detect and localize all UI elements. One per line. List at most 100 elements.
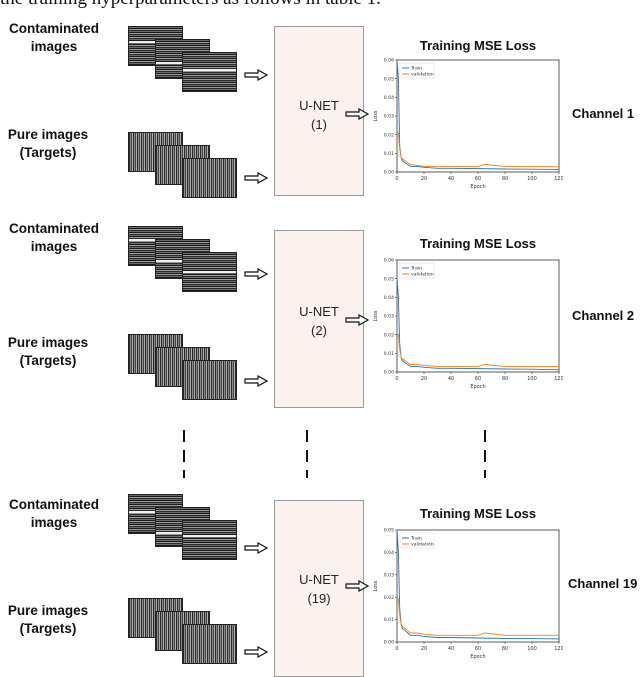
y-tick-label: 0.06 (384, 58, 394, 64)
legend-label: Train (410, 266, 422, 272)
unet-label-name: U-NET (299, 572, 339, 587)
arrow-icon (244, 542, 268, 554)
contaminated-label-3: Contaminated images (0, 496, 114, 532)
continuation-dashes-images (183, 430, 185, 478)
y-tick-label: 0.02 (384, 132, 394, 138)
legend-label: Train (410, 536, 422, 542)
y-tick-label: 0.01 (384, 617, 394, 623)
y-tick-label: 0.02 (384, 595, 394, 601)
y-axis-label: Loss (373, 580, 379, 591)
series-line-train (396, 278, 560, 371)
channel-label-1: Channel 1 (572, 106, 635, 121)
x-tick-label: 0 (395, 646, 398, 652)
pure-label-line1: Pure images (7, 603, 89, 618)
channel-label-2: Channel 2 (572, 308, 635, 323)
header-text-fragment: the training hyperparameters as follows … (0, 0, 381, 10)
unet-label-index: (1) (311, 117, 327, 132)
x-tick-label: 60 (475, 176, 481, 182)
continuation-dashes-charts (484, 430, 486, 478)
x-axis-label: Epoch (470, 384, 485, 390)
y-tick-label: 0.00 (384, 640, 394, 646)
arrow-icon (345, 108, 369, 120)
contaminated-label-2: Contaminated images (0, 220, 114, 256)
plot-area (396, 529, 560, 643)
arrow-icon (244, 646, 268, 658)
legend-label: Train (410, 66, 422, 72)
x-tick-label: 80 (502, 176, 508, 182)
pure-label-line2: (Targets) (19, 353, 77, 368)
y-tick-label: 0.05 (384, 528, 394, 534)
series-line-validation (396, 332, 559, 367)
arrow-icon (244, 375, 268, 387)
y-tick-label: 0.03 (384, 314, 394, 320)
unet-label-name: U-NET (299, 304, 339, 319)
x-tick-label: 120 (554, 176, 563, 182)
x-tick-label: 80 (502, 376, 508, 382)
y-axis-label: Loss (373, 110, 379, 121)
x-tick-label: 40 (448, 376, 454, 382)
x-tick-label: 0 (395, 176, 398, 182)
continuation-dashes-unet (306, 430, 308, 478)
unet-label-name: U-NET (299, 98, 339, 113)
contaminated-label-line2: images (30, 515, 78, 530)
pure-label-3: Pure images (Targets) (0, 602, 108, 638)
y-tick-label: 0.05 (384, 276, 394, 282)
x-tick-label: 60 (475, 376, 481, 382)
plot-area (396, 59, 560, 173)
arrow-icon (244, 268, 268, 280)
unet-label-1: U-NET (1) (274, 96, 364, 134)
x-tick-label: 60 (475, 646, 481, 652)
y-tick-label: 0.03 (384, 114, 394, 120)
y-tick-label: 0.04 (384, 295, 394, 301)
pure-label-line2: (Targets) (19, 621, 77, 636)
y-tick-label: 0.04 (384, 550, 394, 556)
y-tick-label: 0.01 (384, 351, 394, 357)
y-tick-label: 0.04 (384, 95, 394, 101)
contaminated-label-line2: images (30, 239, 78, 254)
pure-image-stack-3 (128, 598, 238, 668)
pure-label-line1: Pure images (7, 127, 89, 142)
contaminated-label-line1: Contaminated (8, 497, 99, 512)
pure-label-line2: (Targets) (19, 145, 77, 160)
x-tick-label: 100 (527, 176, 537, 182)
x-axis-label: Epoch (470, 184, 485, 190)
x-tick-label: 100 (527, 376, 537, 382)
y-tick-label: 0.00 (384, 370, 394, 376)
unet-box-1 (274, 26, 364, 196)
x-tick-label: 20 (421, 376, 427, 382)
x-tick-label: 80 (502, 646, 508, 652)
x-tick-label: 120 (554, 646, 563, 652)
series-line-train (396, 529, 560, 640)
unet-label-index: (2) (311, 323, 327, 338)
y-tick-label: 0.01 (384, 151, 394, 157)
y-tick-label: 0.00 (384, 170, 394, 176)
x-axis-label: Epoch (470, 654, 485, 660)
contaminated-image-stack-1 (128, 26, 238, 96)
x-tick-label: 20 (421, 176, 427, 182)
channel-label-3: Channel 19 (568, 576, 638, 591)
unet-label-index: (19) (307, 591, 331, 606)
arrow-icon (345, 314, 369, 326)
arrow-icon (244, 69, 268, 81)
chart-title-2: Training MSE Loss (419, 236, 537, 251)
pure-image-stack-2 (128, 334, 238, 404)
legend-label: validation (411, 72, 434, 78)
x-tick-label: 100 (527, 646, 537, 652)
arrow-icon (345, 580, 369, 592)
legend-label: validation (411, 272, 434, 278)
y-axis-label: Loss (373, 310, 379, 321)
chart-title-3: Training MSE Loss (419, 506, 537, 521)
x-tick-label: 40 (448, 176, 454, 182)
contaminated-label-line1: Contaminated (8, 221, 99, 236)
pure-label-1: Pure images (Targets) (0, 126, 108, 162)
y-tick-label: 0.06 (384, 258, 394, 264)
x-tick-label: 20 (421, 646, 427, 652)
unet-label-3: U-NET (19) (274, 570, 364, 608)
contaminated-label-line2: images (30, 39, 78, 54)
pure-label-line1: Pure images (7, 335, 89, 350)
y-tick-label: 0.02 (384, 332, 394, 338)
pure-image-stack-1 (128, 132, 238, 202)
